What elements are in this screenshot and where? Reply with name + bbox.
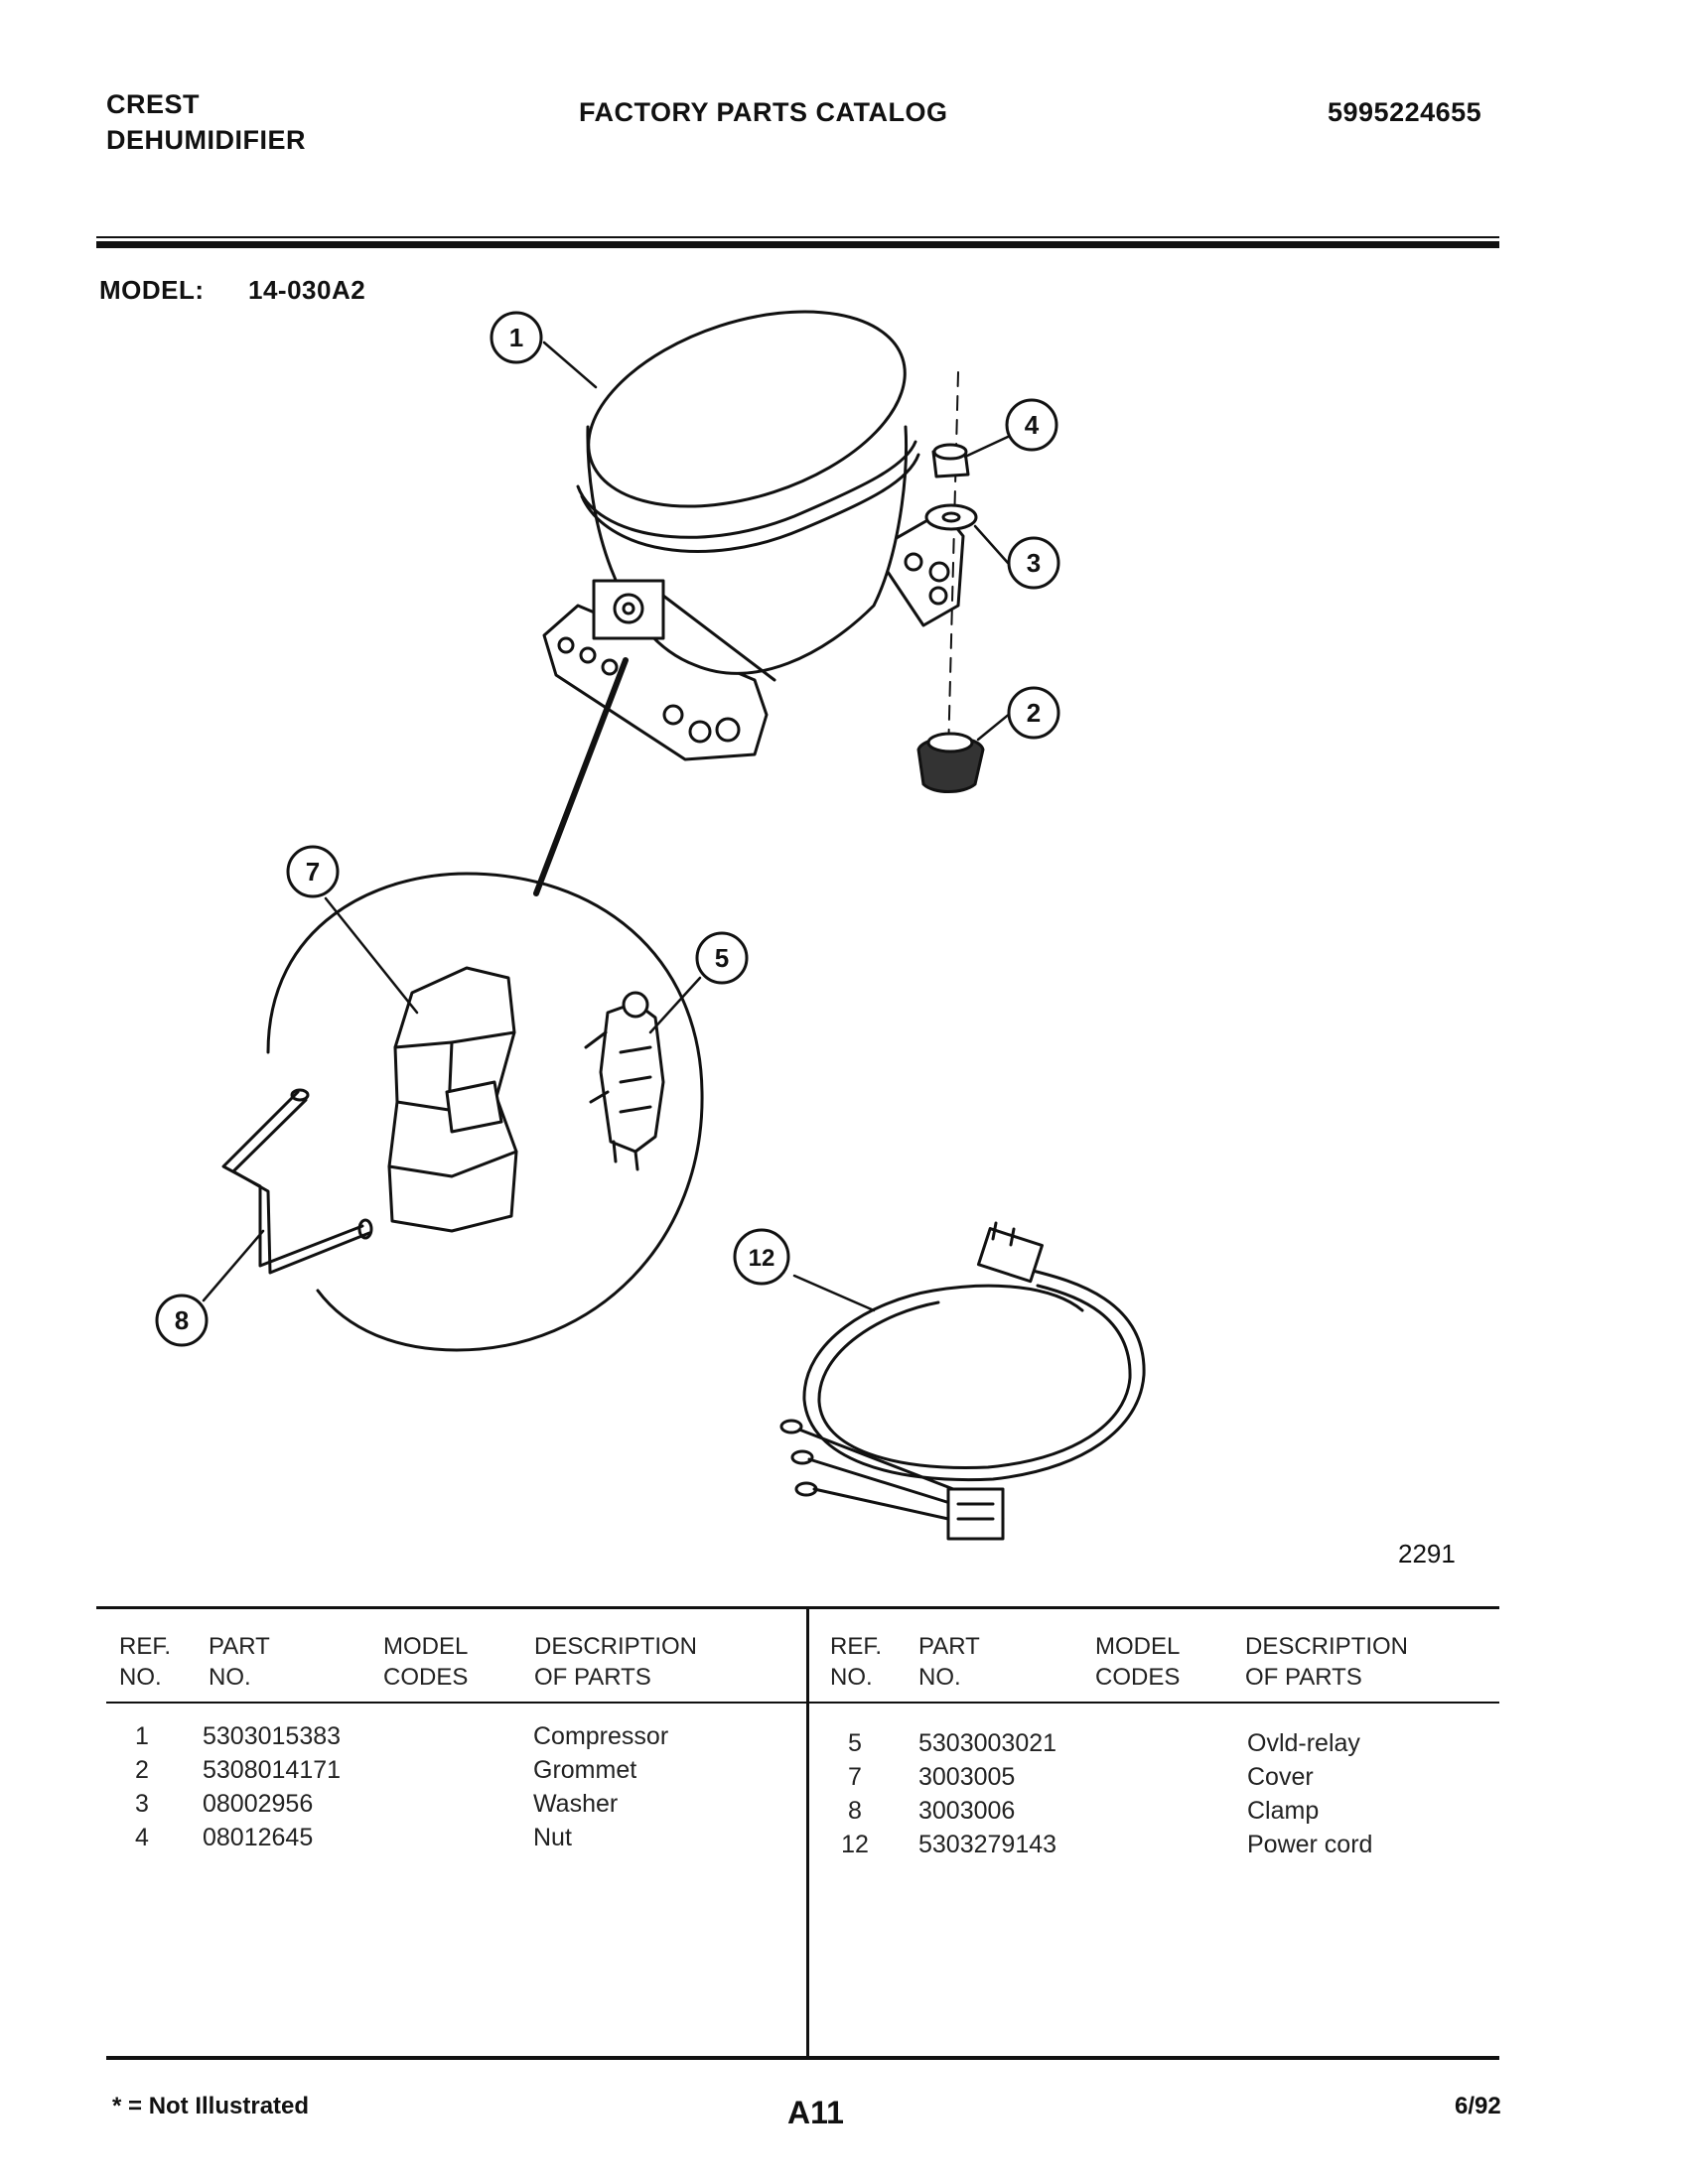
model-value: 14-030A2	[248, 275, 366, 305]
clamp-part	[221, 1088, 373, 1275]
callout-label-8: 8	[175, 1305, 189, 1335]
header-rule-thick	[96, 241, 1499, 248]
nut-part	[931, 443, 970, 478]
row-part-number: 08002956	[203, 1790, 314, 1818]
row-description: Nut	[533, 1824, 572, 1851]
model-label: MODEL:	[99, 275, 205, 305]
footer-note: * = Not Illustrated	[112, 2093, 310, 2119]
mount-line	[947, 371, 959, 755]
leader-5	[648, 976, 702, 1034]
row-ref: 12	[841, 1831, 869, 1858]
row-part-number: 5303015383	[203, 1722, 342, 1750]
row-description: Grommet	[533, 1756, 637, 1784]
row-description: Clamp	[1247, 1797, 1320, 1825]
detail-circle	[266, 872, 704, 1352]
row-ref: 8	[848, 1797, 862, 1825]
row-ref: 5	[848, 1729, 862, 1757]
washer-part	[924, 503, 978, 531]
detail-leader	[533, 657, 629, 896]
callout-label-2: 2	[1027, 698, 1041, 728]
callout-circle-4	[1005, 398, 1058, 452]
row-part-number: 5303003021	[918, 1729, 1057, 1757]
leader-7	[324, 896, 419, 1015]
catalog-number: 5995224655	[1328, 97, 1482, 127]
header-underline-left	[106, 1702, 806, 1704]
cover-part	[387, 966, 518, 1233]
callout-label-5: 5	[715, 943, 729, 973]
col-header-ref: REF.NO.	[119, 1633, 172, 1691]
catalog-title: FACTORY PARTS CATALOG	[579, 97, 948, 127]
row-part-number: 5303279143	[918, 1831, 1057, 1858]
callout-circle-1	[490, 311, 543, 364]
row-description: Ovld-relay	[1247, 1729, 1360, 1757]
row-part-number: 3003005	[918, 1763, 1016, 1791]
table-divider	[806, 1608, 809, 2057]
brand-line-2: DEHUMIDIFIER	[106, 125, 306, 155]
footer-rule	[106, 2056, 1499, 2060]
row-description: Compressor	[533, 1722, 669, 1750]
leader-3	[973, 524, 1010, 565]
callout-label-4: 4	[1025, 410, 1040, 440]
row-ref: 3	[135, 1790, 149, 1818]
callout-label-1: 1	[509, 323, 523, 352]
callout-circle-8	[155, 1294, 209, 1347]
col-header-ref-right: REF.NO.	[830, 1633, 883, 1691]
callout-circle-7	[286, 845, 340, 898]
row-ref: 1	[135, 1722, 149, 1750]
row-part-number: 3003006	[918, 1797, 1016, 1825]
leader-12	[792, 1274, 876, 1312]
row-part-number: 5308014171	[203, 1756, 342, 1784]
callout-circle-5	[695, 931, 749, 985]
brand-line-1: CREST	[106, 89, 201, 119]
page-code: A11	[787, 2095, 844, 2130]
ovld-relay-part	[584, 991, 665, 1171]
callout-label-12: 12	[749, 1245, 775, 1272]
row-description: Washer	[533, 1790, 619, 1818]
callout-circle-2	[1007, 686, 1060, 740]
callout-label-7: 7	[306, 857, 320, 887]
callout-circle-3	[1007, 536, 1060, 590]
callout-circle-12	[733, 1228, 790, 1286]
power-cord-part	[779, 1221, 1146, 1541]
figure-number: 2291	[1398, 1539, 1456, 1569]
leader-8	[202, 1229, 265, 1302]
row-description: Power cord	[1247, 1831, 1373, 1858]
header-underline-right	[809, 1702, 1499, 1704]
leader-4	[963, 435, 1010, 459]
leader-2	[976, 711, 1013, 742]
row-ref: 2	[135, 1756, 149, 1784]
row-part-number: 08012645	[203, 1824, 314, 1851]
compressor	[576, 310, 920, 682]
row-description: Cover	[1247, 1763, 1314, 1791]
footer-date: 6/92	[1455, 2093, 1501, 2119]
leader-1	[542, 341, 598, 389]
grommet-part	[916, 732, 985, 793]
callout-label-3: 3	[1027, 548, 1041, 578]
table-top-rule	[96, 1606, 1499, 1609]
row-ref: 4	[135, 1824, 149, 1851]
header-rule-thin	[96, 236, 1499, 238]
row-ref: 7	[848, 1763, 862, 1791]
parts-diagram: 1 2 3 4 5 7 8 12	[155, 310, 1146, 1541]
